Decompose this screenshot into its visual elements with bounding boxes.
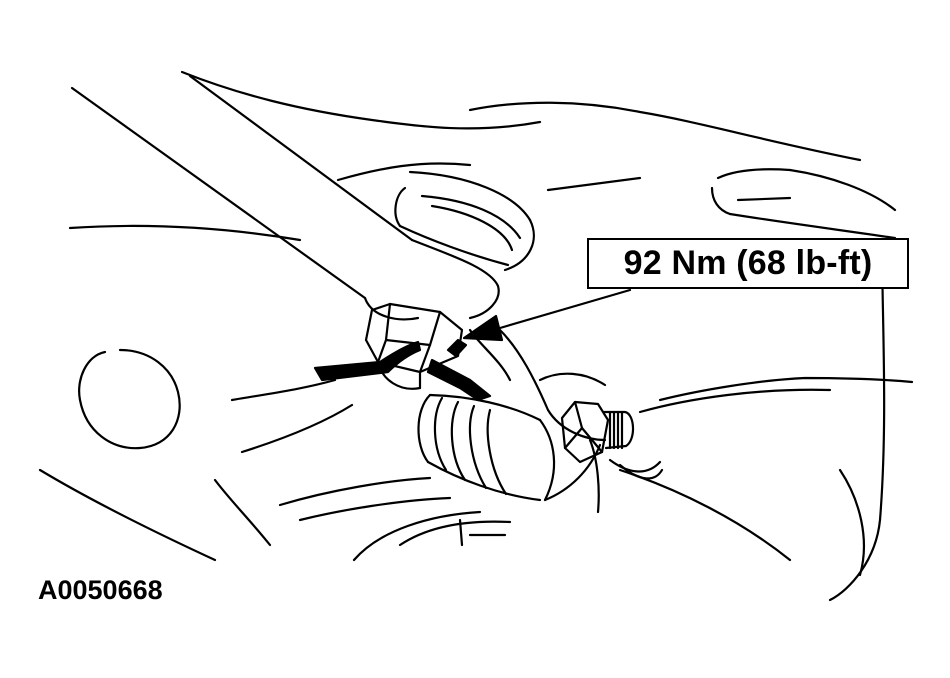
upper-control-arm: [70, 70, 542, 321]
body-panels: [38, 224, 914, 602]
right-body: [710, 168, 897, 240]
leader-arrow: [462, 288, 632, 342]
lower-boot: [417, 393, 602, 502]
tie-rod-stud: [560, 400, 664, 480]
torque-spec-callout: 92 Nm (68 lb-ft): [587, 238, 909, 289]
figure-id-label: A0050668: [38, 575, 163, 605]
steering-knuckle: [468, 328, 607, 514]
cotter-pin: [313, 338, 492, 402]
upper-bushing: [394, 101, 862, 272]
